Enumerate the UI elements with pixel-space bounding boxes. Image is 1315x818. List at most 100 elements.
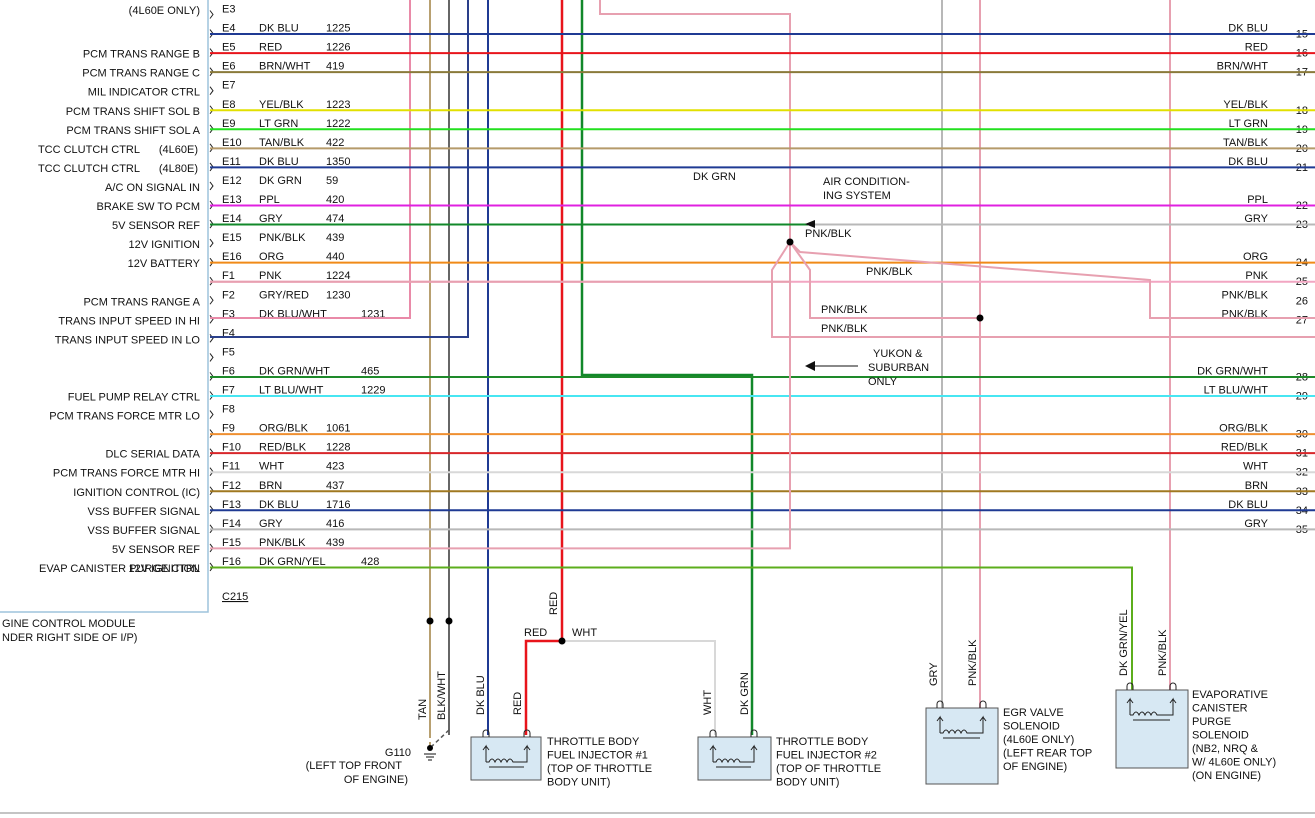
pin-label: E3 xyxy=(222,4,235,16)
top-note: (4L60E ONLY) xyxy=(129,5,200,17)
pin-label: F10 xyxy=(222,442,241,454)
component-label: BODY UNIT) xyxy=(547,777,610,789)
coil-icon xyxy=(936,715,987,735)
wire-label-red: RED xyxy=(548,592,560,615)
pin-function-name: DLC SERIAL DATA xyxy=(105,449,200,461)
component-label: (NB2, NRQ & xyxy=(1192,743,1259,755)
pin-label: E15 xyxy=(222,232,242,244)
pnk-blk-label: PNK/BLK xyxy=(866,266,913,278)
pnk-blk-label: PNK/BLK xyxy=(821,323,868,335)
circuit-number: 420 xyxy=(326,194,344,206)
pin-function-name: TCC CLUTCH CTRL xyxy=(38,144,140,156)
right-wire-color: RED/BLK xyxy=(1221,442,1269,454)
connector-chevron xyxy=(209,295,214,305)
wires xyxy=(210,0,1315,749)
connector-chevron xyxy=(209,86,214,95)
pin-label: E10 xyxy=(222,137,242,149)
component-label: THROTTLE BODY xyxy=(547,736,640,748)
splice-dot xyxy=(786,238,794,246)
pin-function-name: TCC CLUTCH CTRL xyxy=(38,163,140,175)
pin-function-name: IGNITION CONTROL (IC) xyxy=(73,487,200,499)
wire-color-label: DK GRN/WHT xyxy=(259,365,330,377)
wire-color-label: RED xyxy=(259,42,282,54)
splice-dot xyxy=(976,314,984,322)
pin-function-name: PCM TRANS SHIFT SOL A xyxy=(66,125,200,137)
right-wire-color: GRY xyxy=(1244,213,1268,225)
ground-dash xyxy=(429,729,450,749)
wire-label-wht: WHT xyxy=(702,690,714,715)
wire-color-label: TAN/BLK xyxy=(259,137,305,149)
wire-label-gry: GRY xyxy=(928,662,940,686)
circuit-number: 1230 xyxy=(326,289,350,301)
wire-color-label: BRN xyxy=(259,480,282,492)
wire-dk-blu-wht xyxy=(210,0,469,338)
right-wire-color: PNK xyxy=(1245,270,1268,282)
ac-system-label: AIR CONDITION- xyxy=(823,176,910,188)
wire-gry-red xyxy=(210,0,411,319)
connector-chevron xyxy=(209,353,214,362)
component-body xyxy=(1115,689,1189,769)
wire-color-label: PNK/BLK xyxy=(259,232,306,244)
pin-function-name: 5V SENSOR REF xyxy=(112,544,200,556)
pin-label: F12 xyxy=(222,480,241,492)
pin-label: E8 xyxy=(222,99,235,111)
dk-grn-label: DK GRN xyxy=(693,171,736,183)
wire-color-label: ORG/BLK xyxy=(259,423,309,435)
pin-label: F2 xyxy=(222,289,235,301)
component-label: (4L60E ONLY) xyxy=(1003,734,1074,746)
component-label: (ON ENGINE) xyxy=(1192,770,1261,782)
circuit-number: 1226 xyxy=(326,42,350,54)
ground-icon xyxy=(424,753,436,761)
pin-function-name: 12V BATTERY xyxy=(128,258,201,270)
right-wire-color: RED xyxy=(1245,42,1268,54)
terminal-icon xyxy=(1169,682,1177,690)
yukon-note: SUBURBAN xyxy=(868,362,929,374)
pin-row-e3: E3 xyxy=(209,4,235,19)
component-label: SOLENOID xyxy=(1192,730,1249,742)
pin-function-name: PCM TRANS RANGE B xyxy=(83,49,200,61)
right-wire-color: WHT xyxy=(1243,461,1268,473)
circuit-number: 465 xyxy=(361,365,379,377)
terminal-icon xyxy=(750,729,758,737)
component-label: SOLENOID xyxy=(1003,721,1060,733)
wire-pnk-27 xyxy=(771,241,1315,338)
pin-function-name: PCM TRANS FORCE MTR HI xyxy=(53,468,200,480)
pin-label: E11 xyxy=(222,156,241,168)
red-label: RED xyxy=(524,627,547,639)
ground-location: (LEFT TOP FRONT xyxy=(306,760,403,772)
yukon-note: ONLY xyxy=(868,376,898,388)
wire-color-label: BRN/WHT xyxy=(259,61,311,73)
component-body xyxy=(697,736,772,781)
pin-label: F13 xyxy=(222,499,241,511)
pin-function-name: VSS BUFFER SIGNAL xyxy=(88,506,200,518)
right-wire-color: TAN/BLK xyxy=(1223,137,1269,149)
connector-chevron xyxy=(209,334,214,343)
circuit-number: 428 xyxy=(361,556,379,568)
wire-wht-injector xyxy=(562,640,716,735)
pin-function-name: FUEL PUMP RELAY CTRL xyxy=(68,392,200,404)
wire-label-blk-wht: BLK/WHT xyxy=(436,671,448,720)
yukon-note: YUKON & xyxy=(873,348,923,360)
wire-color-label: WHT xyxy=(259,461,284,473)
wire-dk-grn-yel xyxy=(210,566,1133,690)
wire-color-label: RED/BLK xyxy=(259,442,307,454)
right-wire-color: GRY xyxy=(1244,518,1268,530)
wire-color-label: GRY xyxy=(259,518,283,530)
terminal-icon xyxy=(979,700,987,708)
pin-label: E13 xyxy=(222,194,242,206)
terminal-icon xyxy=(523,729,531,737)
component-label: BODY UNIT) xyxy=(776,777,839,789)
